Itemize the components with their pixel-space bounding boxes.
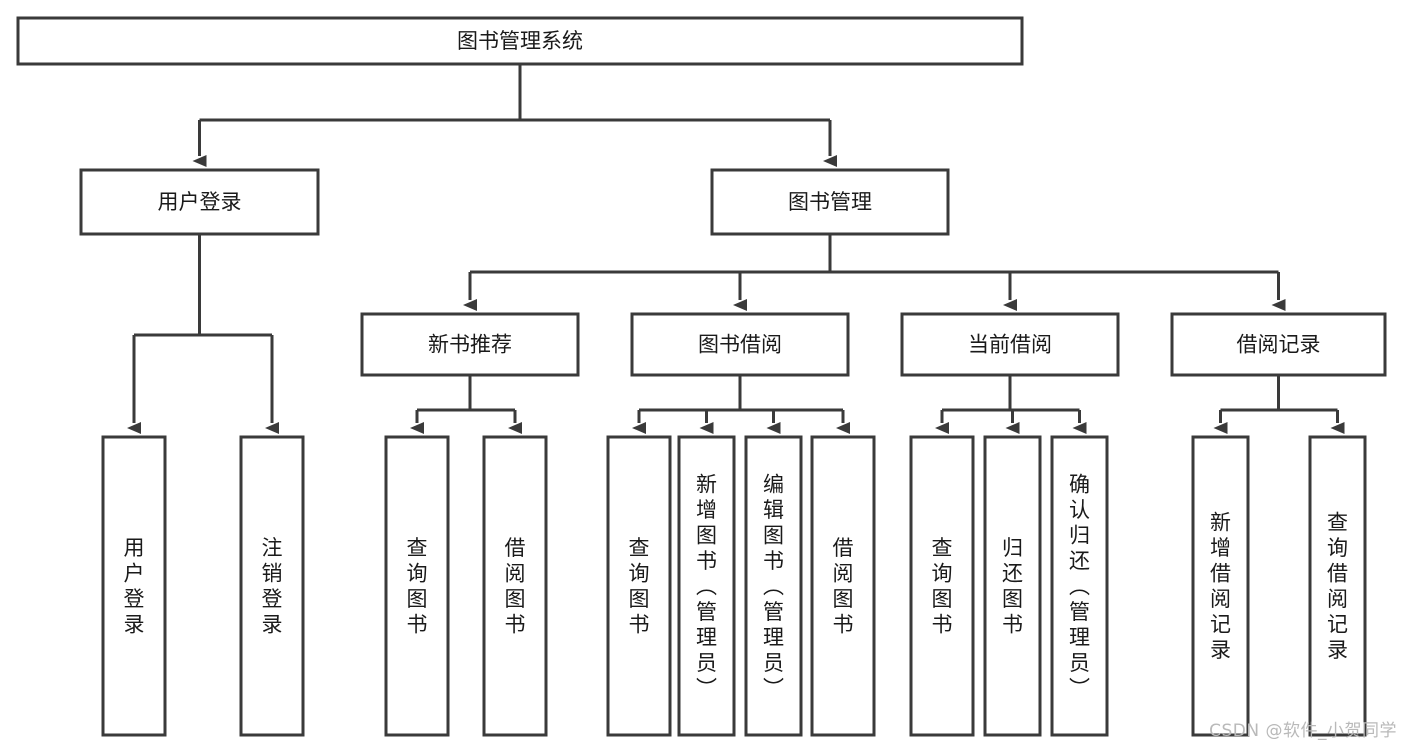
node-leaf-add-borrow-record[interactable]: 新增借阅记录: [1191, 435, 1250, 737]
nodes-layer: 图书管理系统用户登录图书管理新书推荐图书借阅当前借阅借阅记录用户登录注销登录查询…: [16, 16, 1387, 737]
node-leaf-user-login[interactable]: 用户登录: [101, 435, 167, 737]
node-box-book-management: [710, 168, 950, 236]
node-label-leaf-add-book-admin: 新增图书︵管理员︶: [696, 472, 717, 700]
node-box-leaf-query-book-current: [909, 435, 975, 737]
edges-layer: [127, 64, 1345, 434]
node-borrow-records[interactable]: 借阅记录: [1170, 312, 1387, 377]
node-root[interactable]: 图书管理系统: [16, 16, 1024, 66]
node-leaf-return-book[interactable]: 归还图书: [983, 435, 1042, 737]
node-box-user-login: [79, 168, 320, 236]
node-book-borrow[interactable]: 图书借阅: [630, 312, 850, 377]
node-box-book-borrow: [630, 312, 850, 377]
node-box-leaf-return-book: [983, 435, 1042, 737]
node-box-current-borrow: [900, 312, 1120, 377]
node-label-leaf-return-book: 归还图书: [1002, 536, 1023, 637]
node-label-leaf-query-book-borrow: 查询图书: [629, 536, 650, 637]
node-leaf-query-book-current[interactable]: 查询图书: [909, 435, 975, 737]
node-label-book-borrow: 图书借阅: [698, 333, 782, 357]
node-leaf-borrow-book[interactable]: 借阅图书: [810, 435, 876, 737]
node-box-borrow-records: [1170, 312, 1387, 377]
node-box-leaf-edit-book-admin: [744, 435, 803, 737]
node-leaf-query-book-borrow[interactable]: 查询图书: [606, 435, 672, 737]
watermark-label: CSDN @软件_小贺同学: [1209, 721, 1397, 741]
node-book-management[interactable]: 图书管理: [710, 168, 950, 236]
node-label-leaf-query-borrow-record: 查询借阅记录: [1327, 511, 1348, 663]
node-label-leaf-query-book-recommend: 查询图书: [407, 536, 428, 637]
node-label-leaf-user-login: 用户登录: [124, 536, 145, 637]
node-label-root: 图书管理系统: [457, 29, 583, 53]
node-label-leaf-edit-book-admin: 编辑图书︵管理员︶: [763, 472, 784, 700]
node-box-leaf-user-logout: [239, 435, 305, 737]
node-new-book-recommend[interactable]: 新书推荐: [360, 312, 580, 377]
node-leaf-add-book-admin[interactable]: 新增图书︵管理员︶: [677, 435, 736, 737]
node-box-leaf-query-book-borrow: [606, 435, 672, 737]
node-label-book-management: 图书管理: [788, 190, 872, 214]
node-box-root: [16, 16, 1024, 66]
node-box-leaf-add-book-admin: [677, 435, 736, 737]
node-leaf-confirm-return-admin[interactable]: 确认归还︵管理员︶: [1050, 435, 1109, 737]
node-label-leaf-user-logout: 注销登录: [262, 536, 283, 637]
node-label-borrow-records: 借阅记录: [1237, 333, 1321, 357]
node-leaf-user-logout[interactable]: 注销登录: [239, 435, 305, 737]
node-label-current-borrow: 当前借阅: [968, 333, 1052, 357]
node-user-login[interactable]: 用户登录: [79, 168, 320, 236]
node-label-leaf-add-borrow-record: 新增借阅记录: [1210, 511, 1231, 663]
node-box-leaf-query-book-recommend: [384, 435, 450, 737]
node-box-leaf-borrow-book-recommend: [482, 435, 548, 737]
node-label-leaf-confirm-return-admin: 确认归还︵管理员︶: [1069, 472, 1090, 700]
node-box-leaf-borrow-book: [810, 435, 876, 737]
node-box-leaf-query-borrow-record: [1308, 435, 1367, 737]
node-current-borrow[interactable]: 当前借阅: [900, 312, 1120, 377]
node-box-new-book-recommend: [360, 312, 580, 377]
node-leaf-borrow-book-recommend[interactable]: 借阅图书: [482, 435, 548, 737]
node-leaf-edit-book-admin[interactable]: 编辑图书︵管理员︶: [744, 435, 803, 737]
node-label-leaf-borrow-book: 借阅图书: [833, 536, 854, 637]
node-leaf-query-borrow-record[interactable]: 查询借阅记录: [1308, 435, 1367, 737]
node-label-leaf-query-book-current: 查询图书: [932, 536, 953, 637]
node-label-leaf-borrow-book-recommend: 借阅图书: [505, 536, 526, 637]
node-label-new-book-recommend: 新书推荐: [428, 333, 512, 357]
node-label-user-login: 用户登录: [158, 190, 242, 214]
node-box-leaf-confirm-return-admin: [1050, 435, 1109, 737]
node-box-leaf-user-login: [101, 435, 167, 737]
node-leaf-query-book-recommend[interactable]: 查询图书: [384, 435, 450, 737]
node-box-leaf-add-borrow-record: [1191, 435, 1250, 737]
